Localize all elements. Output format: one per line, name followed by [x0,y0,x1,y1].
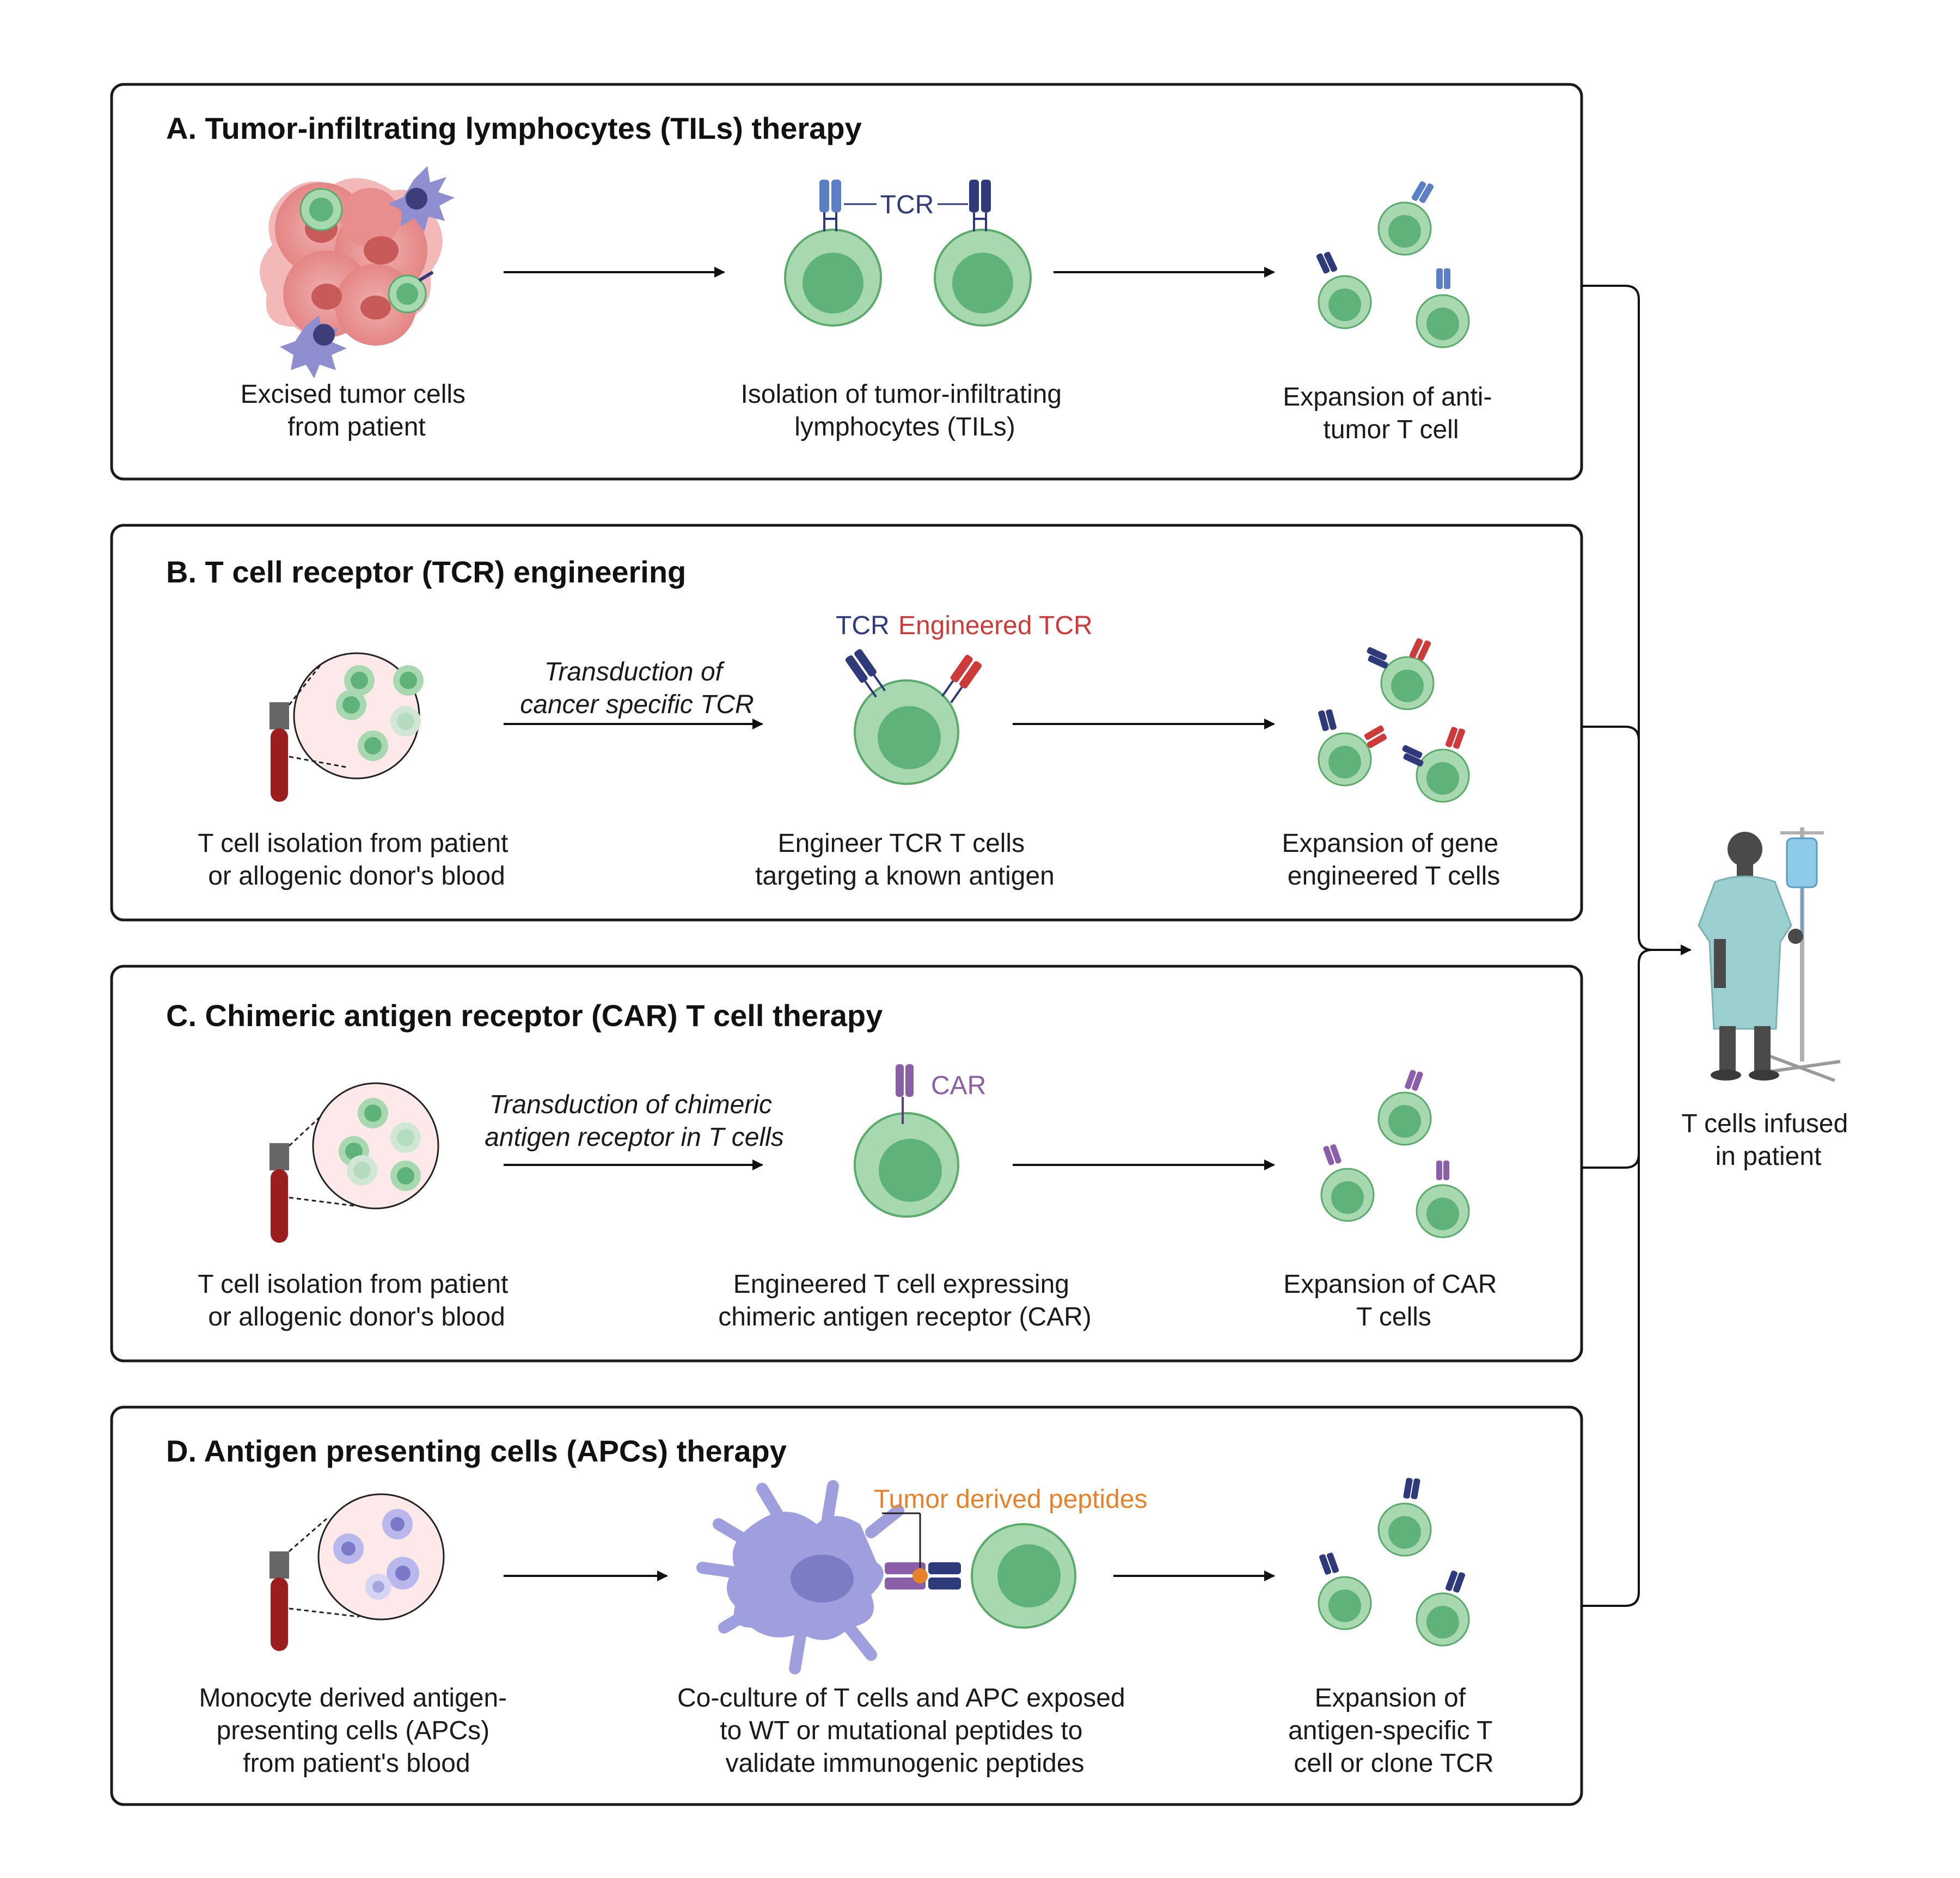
panel-d: D. Antigen presenting cells (APCs) thera… [110,1406,1583,1806]
panel-a: A. Tumor-infiltrating lymphocytes (TILs)… [110,83,1583,481]
expanded-t-cells-a [1316,181,1470,348]
panel-c-frame [110,965,1583,1363]
tcr-receptor-dark [969,180,991,231]
patient-caption: T cells infused in patient [1681,1109,1855,1171]
panel-a-step3-caption: Expansion of anti- tumor T cell [1283,383,1499,444]
panel-b-frame [110,524,1583,922]
tcr-receptor-light [819,180,841,231]
connector-bracket [1582,285,1692,1607]
patient-figure-icon [1698,832,1803,1081]
blood-tube-b [270,652,424,802]
expanded-t-cells-d [1318,1477,1470,1647]
engineered-tcr-cell: TCR Engineered TCR [836,611,1093,785]
expanded-t-cells-b [1318,638,1470,803]
panel-b-step1-caption: T cell isolation from patient or allogen… [198,829,515,891]
panel-b-arrow-label: Transduction of cancer specific TCR [520,658,754,719]
panel-c-step1-caption: T cell isolation from patient or allogen… [198,1270,515,1331]
car-label: CAR [931,1071,986,1100]
panel-a-step2-caption: Isolation of tumor-infiltrating lymphocy… [741,380,1069,441]
engineered-tcr-label: Engineered TCR [898,611,1093,640]
panel-d-step1-caption: Monocyte derived antigen- presenting cel… [199,1684,514,1778]
tcr-label-b: TCR [836,611,890,640]
apc-t-cell-coculture: Tumor derived peptides [696,1480,1147,1674]
apc-cluster-icon [333,1509,419,1600]
tumor-peptides-label: Tumor derived peptides [874,1485,1147,1514]
car-t-cell: CAR [854,1064,986,1218]
panel-b: B. T cell receptor (TCR) engineering T c… [110,524,1583,922]
panel-d-step2-caption: Co-culture of T cells and APC exposed to… [677,1684,1132,1778]
panel-c-title: C. Chimeric antigen receptor (CAR) T cel… [166,998,883,1033]
panel-d-title: D. Antigen presenting cells (APCs) thera… [166,1434,787,1468]
iv-pole-icon [1763,827,1841,1082]
panel-d-step3-caption: Expansion of antigen-specific T cell or … [1288,1684,1499,1778]
blood-tube-c [270,1082,439,1243]
panel-b-title: B. T cell receptor (TCR) engineering [166,555,686,589]
panel-b-step3-caption: Expansion of gene engineered T cells [1282,829,1506,891]
panel-b-step2-caption: Engineer TCR T cells targeting a known a… [755,829,1055,891]
patient-illustration: T cells infused in patient [1681,827,1855,1171]
panel-c-arrow-label: Transduction of chimeric antigen recepto… [485,1090,784,1152]
panel-c: C. Chimeric antigen receptor (CAR) T cel… [110,965,1583,1363]
til-cells: TCR [784,180,1032,327]
panel-a-title: A. Tumor-infiltrating lymphocytes (TILs)… [166,111,862,145]
panel-c-step3-caption: Expansion of CAR T cells [1283,1270,1504,1331]
tcr-label: TCR [880,191,934,219]
panel-c-step2-caption: Engineered T cell expressing chimeric an… [718,1270,1092,1331]
blood-tube-d [270,1493,445,1651]
tumor-cells-illustration [260,166,455,378]
expanded-car-t-cells [1320,1070,1470,1238]
panel-a-step1-caption: Excised tumor cells from patient [241,380,473,441]
